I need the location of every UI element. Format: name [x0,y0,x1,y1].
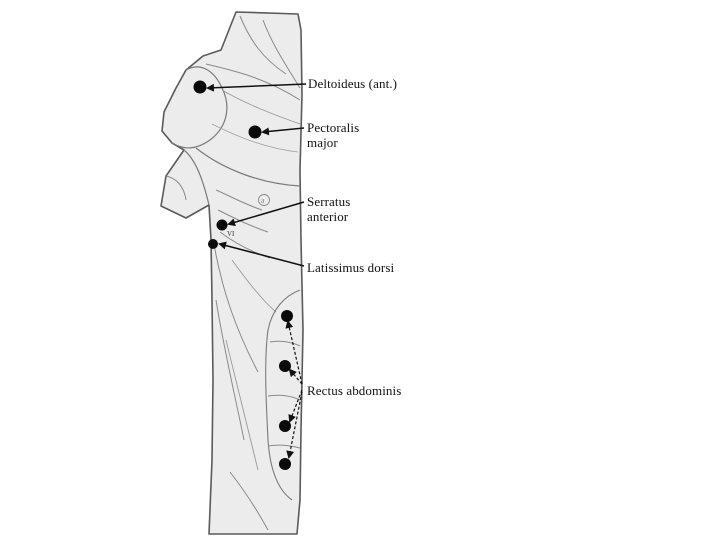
electrode-rectus-2 [279,360,291,372]
label-rectus-line: Rectus abdominis [307,383,401,398]
electrode-latissimus [208,239,218,249]
electrode-rectus-1 [281,310,293,322]
electrode-serratus [217,220,228,231]
label-serratus-line-2: anterior [307,209,350,224]
label-serratus-line-1: Serratus [307,194,350,209]
electrode-rectus-4 [279,458,291,470]
label-pectoralis-line-1: Pectoralis [307,120,359,135]
annotation-vi-mark: VI [227,230,235,238]
annotation-circle-glyph: a [261,196,265,205]
torso-outline [161,12,303,534]
label-rectus: Rectus abdominis [307,383,401,398]
label-pectoralis: Pectoralis major [307,120,359,150]
electrode-rectus-3 [279,420,291,432]
label-pectoralis-line-2: major [307,135,359,150]
label-deltoideus-line: Deltoideus (ant.) [308,76,397,91]
label-latissimus-line: Latissimus dorsi [307,260,394,275]
label-deltoideus: Deltoideus (ant.) [308,76,397,91]
electrode-deltoideus [194,81,207,94]
label-serratus: Serratus anterior [307,194,350,224]
electrode-pectoralis [249,126,262,139]
label-latissimus: Latissimus dorsi [307,260,394,275]
